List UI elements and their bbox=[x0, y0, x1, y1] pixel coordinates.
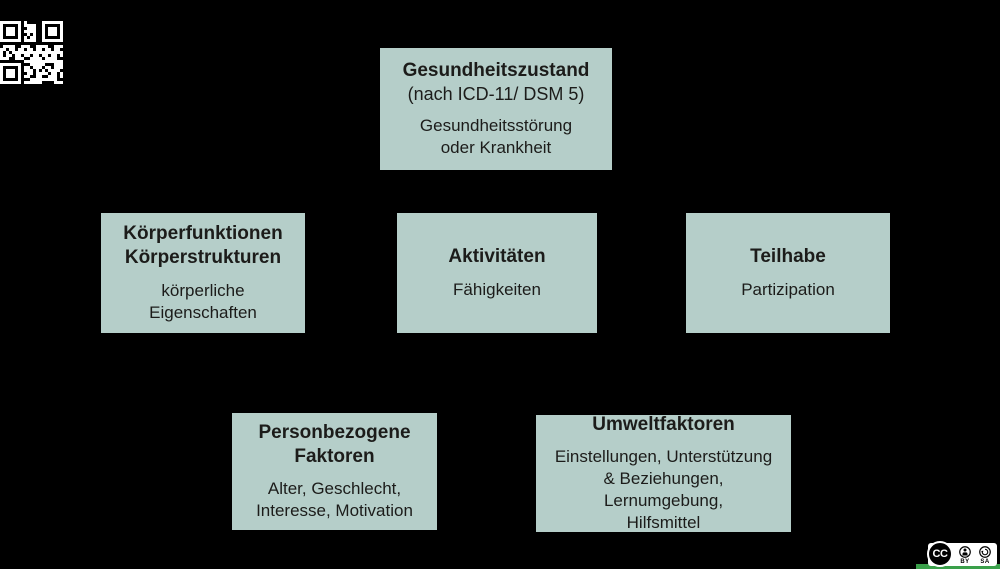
box-personbezogene-faktoren: Personbezogene Faktoren Alter, Geschlech… bbox=[232, 413, 437, 530]
share-alike-icon bbox=[979, 545, 991, 558]
box-title: Aktivitäten bbox=[448, 246, 546, 268]
box-teilhabe: Teilhabe Partizipation bbox=[686, 213, 890, 333]
box-body: Fähigkeiten bbox=[453, 279, 541, 299]
box-title: Gesundheitszustand bbox=[402, 60, 590, 81]
box-gesundheitszustand: Gesundheitszustand (nach ICD-11/ DSM 5) … bbox=[380, 48, 612, 170]
box-body: Einstellungen, Unterstützung & Beziehung… bbox=[554, 446, 773, 533]
qr-code-icon bbox=[0, 21, 63, 84]
cc-logo-icon: CC bbox=[927, 541, 953, 567]
box-body: Alter, Geschlecht, Interesse, Motivation bbox=[256, 479, 413, 521]
footer-green-strip bbox=[916, 564, 1000, 569]
box-body: Gesundheitsstörung oder Krankheit bbox=[419, 115, 573, 157]
box-umweltfaktoren: Umweltfaktoren Einstellungen, Unterstütz… bbox=[536, 413, 791, 533]
box-title: Personbezogene Faktoren bbox=[258, 421, 411, 467]
sa-label: SA bbox=[980, 558, 990, 565]
box-title: Körperfunktionen Körperstrukturen bbox=[123, 223, 283, 269]
qr-code-svg bbox=[0, 21, 63, 84]
box-body: körperliche Eigenschaften bbox=[149, 280, 257, 322]
attribution-person-icon bbox=[959, 545, 971, 558]
license-sa-item: SA bbox=[979, 545, 991, 565]
box-title: Umweltfaktoren bbox=[592, 413, 735, 435]
by-label: BY bbox=[960, 558, 970, 565]
box-aktivitaeten: Aktivitäten Fähigkeiten bbox=[397, 213, 597, 333]
box-subtitle: (nach ICD-11/ DSM 5) bbox=[407, 84, 585, 105]
license-by-item: BY bbox=[959, 545, 971, 565]
cc-by-sa-license-badge[interactable]: CC BY SA bbox=[927, 541, 997, 567]
box-title: Teilhabe bbox=[750, 246, 826, 268]
box-body: Partizipation bbox=[741, 279, 835, 299]
box-koerperfunktionen: Körperfunktionen Körperstrukturen körper… bbox=[101, 213, 305, 333]
